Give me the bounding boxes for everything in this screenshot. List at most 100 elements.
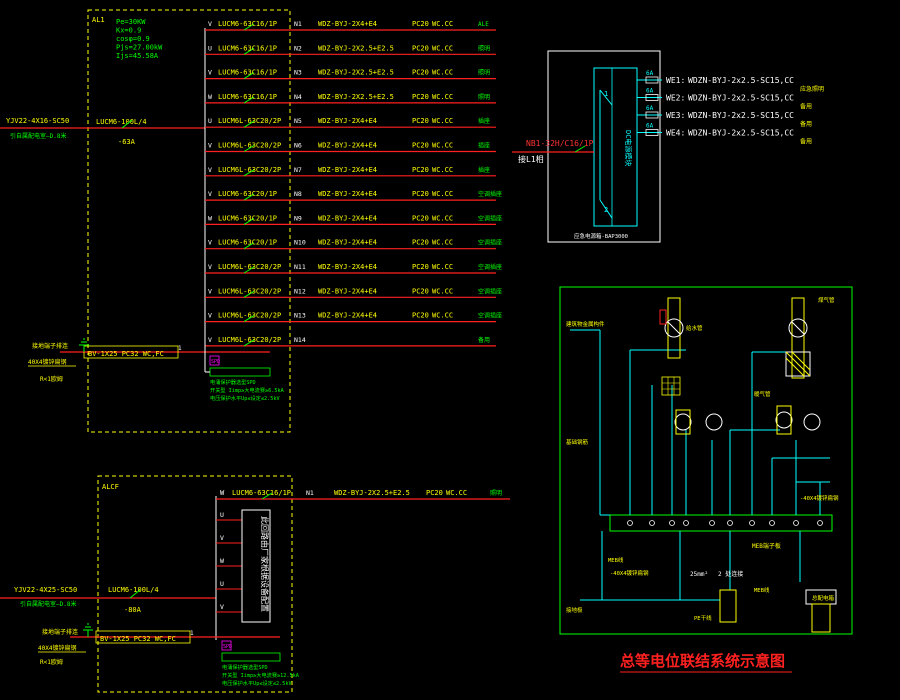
al1-incoming-cable: YJV22-4X16-SC50 — [6, 117, 69, 125]
meb-bar-label: MEB端子板 — [752, 542, 781, 550]
circuit-lay: WC.CC — [432, 239, 453, 247]
circuit-phase: V — [208, 190, 212, 198]
circuit-use: 照明 — [478, 70, 490, 77]
dc-module-frame — [593, 67, 638, 227]
alcf-spd-device — [221, 652, 281, 662]
alcf-phase-label: V — [220, 534, 224, 542]
dc-output-cable: WDZN-BYJ-2x2.5-SC15,CC — [688, 111, 794, 120]
dc-output-id: WE4: — [666, 129, 685, 138]
circuit-use: 空调插座 — [478, 312, 502, 320]
dc-output-cable: WDZN-BYJ-2x2.5-SC15,CC — [688, 94, 794, 103]
circuit-breaker: LUCM6L-63C20/2P — [218, 263, 281, 271]
circuit-id: N10 — [294, 239, 306, 247]
circuit-conduit: PC20 — [412, 239, 429, 247]
circuit-phase: W — [208, 93, 212, 101]
alcf-main-rating: -80A — [124, 606, 142, 614]
alcf-phase-label: U — [220, 511, 224, 519]
gas-pipe-icon — [785, 297, 811, 379]
dc-fuse-rating: 6A — [646, 70, 654, 77]
circuit-use: 插座 — [478, 166, 490, 174]
dc-output-cable: WDZN-BYJ-2x2.5-SC15,CC — [688, 76, 794, 85]
alcf-panel: ALCF YJV22-4X25-SC50 引自属配电室—D.8米 LUCM6-1… — [0, 475, 510, 693]
circuit-phase: U — [208, 117, 212, 125]
alcf-ground-box — [95, 630, 191, 644]
circuit-cable: WDZ-BYJ-2X4+E4 — [318, 239, 377, 247]
dc-output-use: 备用 — [800, 120, 812, 128]
water-pipe-icon — [659, 297, 684, 359]
circuit-cable: WDZ-BYJ-2X4+E4 — [318, 214, 377, 222]
circuit-id: N9 — [294, 214, 302, 222]
dc-box-label: 应急电源箱-BAP3000 — [574, 232, 628, 240]
dc-fuse-icon — [645, 111, 659, 119]
meb-terminals — [627, 520, 823, 526]
al1-params: Pe=30KWKx=0.9cosφ=0.9Pjs=27.00kWIjs=45.5… — [116, 18, 163, 60]
al1-spd-box — [209, 355, 220, 366]
circuit-switch — [243, 315, 255, 323]
al1-param: Kx=0.9 — [116, 27, 141, 35]
alcf-circuit-switch — [261, 492, 273, 500]
circuit-breaker: LUCM6L-63C20/2P — [218, 166, 281, 174]
circuit-switch — [243, 96, 255, 104]
circuit-breaker: LUCM6L-63C20/2P — [218, 142, 281, 150]
circuit-phase: V — [208, 312, 212, 320]
alcf-ground-r: R<1欧姆 — [40, 658, 63, 666]
al1-spd-device — [209, 367, 271, 377]
circuit-breaker: LUCM6L-63C20/2P — [218, 287, 281, 295]
ground-label-eq: 接地极 — [566, 606, 583, 614]
circuit-breaker: LUCM6L-63C20/2P — [218, 336, 281, 344]
heat-label: 暖气管 — [754, 390, 771, 398]
circuit-cable: WDZ-BYJ-2X2.5+E2.5 — [318, 93, 394, 101]
circuit-id: N8 — [294, 190, 302, 198]
circuit-conduit: PC20 — [412, 263, 429, 271]
al1-spd-note: 开关型 Iimp≥大电流赛≥6.5kA — [210, 386, 285, 394]
circuit-conduit: PC20 — [412, 20, 429, 28]
meb-line-label: MEB线 — [608, 556, 624, 564]
circuit-lay: WC.CC — [432, 20, 453, 28]
alcf-circuit-phase: W — [220, 489, 225, 497]
circuit-use: 空调插座 — [478, 263, 502, 271]
circuit-id: N14 — [294, 336, 306, 344]
alcf-panel-frame — [97, 475, 293, 693]
box-label: 总配电箱 — [812, 594, 835, 602]
circuit-switch — [243, 47, 255, 55]
meb-terminal-bar — [609, 514, 833, 532]
circuit-id: N11 — [294, 263, 306, 271]
alcf-ground-cable: BV-1X25 PC32 WC,FC — [100, 635, 176, 643]
alcf-circuit-lay: WC.CC — [446, 489, 467, 497]
dc-output-use: 备用 — [800, 103, 812, 111]
circuit-breaker: LUCM6-63C20/1P — [218, 214, 277, 222]
circuit-switch — [243, 339, 255, 347]
circuit-id: N12 — [294, 287, 306, 295]
al1-main-rating: -63A — [118, 138, 136, 146]
al1-ground-r: R<1欧姆 — [40, 375, 63, 383]
alcf-circuit-id: N1 — [306, 489, 314, 497]
circuit-phase: V — [208, 69, 212, 77]
meb-terminal-icon — [669, 520, 675, 526]
circuit-cable: WDZ-BYJ-2X4+E4 — [318, 263, 377, 271]
circuit-use: 备用 — [478, 336, 490, 344]
circuit-phase: V — [208, 166, 212, 174]
circuit-switch — [243, 217, 255, 225]
circuit-use: 插座 — [478, 142, 490, 150]
dc-module-num-2: 2 — [604, 206, 608, 214]
main-box-icon — [805, 589, 837, 633]
circuit-use: ALE — [478, 21, 489, 28]
circuit-conduit: PC20 — [412, 214, 429, 222]
circuit-switch — [243, 266, 255, 274]
al1-main-switch — [121, 119, 133, 129]
dc-output-id: WE2: — [666, 94, 685, 103]
steel-label: 建筑物金属构件 — [566, 320, 605, 328]
dc-output-cable: WDZN-BYJ-2x2.5-SC15,CC — [688, 129, 794, 138]
wire-25-label: 25mm² — [690, 571, 708, 578]
